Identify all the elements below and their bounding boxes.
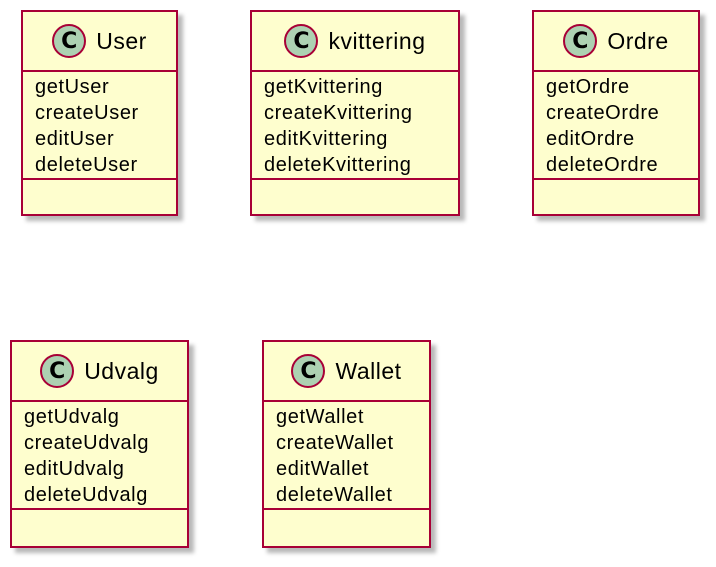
- class-c-icon: C: [563, 24, 598, 58]
- class-header: C User: [23, 12, 176, 72]
- method-item: createKvittering: [264, 102, 413, 124]
- method-item: createUser: [35, 102, 139, 124]
- method-item: createWallet: [276, 432, 394, 454]
- method-item: createOrdre: [546, 102, 660, 124]
- class-header: C Udvalg: [12, 342, 187, 402]
- class-ordre: C Ordre getOrdre createOrdre editOrdre d…: [532, 10, 700, 216]
- class-c-icon: C: [52, 24, 87, 58]
- method-item: editOrdre: [546, 128, 635, 150]
- method-item: getUser: [35, 76, 110, 98]
- method-item: editKvittering: [264, 128, 389, 150]
- empty-compartment: [12, 510, 187, 524]
- method-item: createUdvalg: [24, 432, 150, 454]
- class-name: Ordre: [607, 27, 669, 54]
- method-list: getKvittering createKvittering editKvitt…: [252, 72, 458, 180]
- class-udvalg: C Udvalg getUdvalg createUdvalg editUdva…: [10, 340, 189, 548]
- method-item: getWallet: [276, 406, 365, 428]
- empty-compartment: [252, 180, 458, 194]
- method-item: getKvittering: [264, 76, 383, 98]
- empty-compartment: [264, 510, 429, 524]
- method-list: getWallet createWallet editWallet delete…: [264, 402, 429, 510]
- method-item: deleteKvittering: [264, 154, 412, 176]
- class-name: Wallet: [335, 357, 402, 384]
- class-header: C Wallet: [264, 342, 429, 402]
- class-c-icon: C: [284, 24, 319, 58]
- method-item: deleteUser: [35, 154, 138, 176]
- method-item: getUdvalg: [24, 406, 120, 428]
- method-list: getOrdre createOrdre editOrdre deleteOrd…: [534, 72, 698, 180]
- class-name: User: [96, 27, 147, 54]
- method-item: editUser: [35, 128, 115, 150]
- class-header: C kvittering: [252, 12, 458, 72]
- method-item: editWallet: [276, 458, 370, 480]
- class-kvittering: C kvittering getKvittering createKvitter…: [250, 10, 460, 216]
- method-list: getUdvalg createUdvalg editUdvalg delete…: [12, 402, 187, 510]
- class-c-icon: C: [291, 354, 326, 388]
- empty-compartment: [23, 180, 176, 194]
- class-wallet: C Wallet getWallet createWallet editWall…: [262, 340, 431, 548]
- class-name: Udvalg: [84, 357, 159, 384]
- class-header: C Ordre: [534, 12, 698, 72]
- method-item: editUdvalg: [24, 458, 125, 480]
- class-user: C User getUser createUser editUser delet…: [21, 10, 178, 216]
- method-item: deleteOrdre: [546, 154, 659, 176]
- method-item: getOrdre: [546, 76, 630, 98]
- method-list: getUser createUser editUser deleteUser: [23, 72, 176, 180]
- method-item: deleteUdvalg: [24, 484, 148, 506]
- method-item: deleteWallet: [276, 484, 393, 506]
- class-name: kvittering: [328, 27, 426, 54]
- class-c-icon: C: [40, 354, 75, 388]
- empty-compartment: [534, 180, 698, 194]
